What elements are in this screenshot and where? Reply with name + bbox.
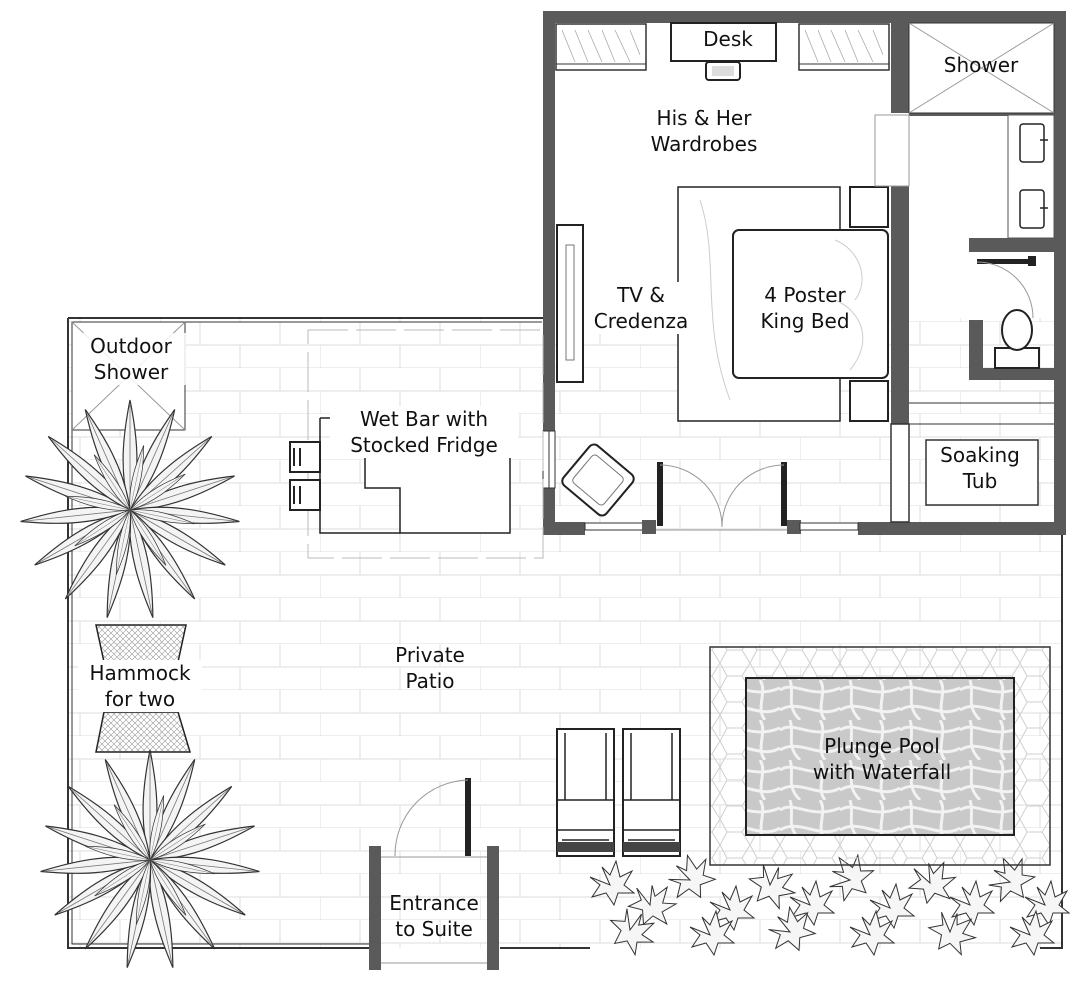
shower-label: Shower (943, 53, 1019, 77)
armchair-icon (561, 443, 635, 517)
plunge-pool (709, 646, 1051, 866)
tv-credenza (556, 224, 584, 383)
lounge-chair-icon (622, 728, 681, 857)
lounge-chair-icon (556, 728, 615, 857)
suite-walls (542, 11, 1066, 535)
wardrobe-left (555, 23, 647, 71)
sink-icon (1019, 189, 1045, 229)
door-swing-icon (659, 464, 723, 528)
toilet-icon (994, 309, 1040, 369)
tv-credenza-label: TV &Credenza (584, 282, 698, 334)
wardrobe-right (798, 23, 890, 71)
soaking-tub (925, 439, 1039, 506)
wc-door (976, 256, 1036, 319)
shower-indoor (908, 22, 1055, 114)
sink-icon (1019, 123, 1045, 163)
door-swing-icon (394, 779, 469, 857)
entrance (369, 778, 499, 970)
desk (670, 22, 777, 81)
patio-double-door (584, 462, 859, 534)
king-bed (677, 186, 889, 422)
vanity (874, 114, 1055, 239)
desk-label: Desk (703, 27, 753, 51)
